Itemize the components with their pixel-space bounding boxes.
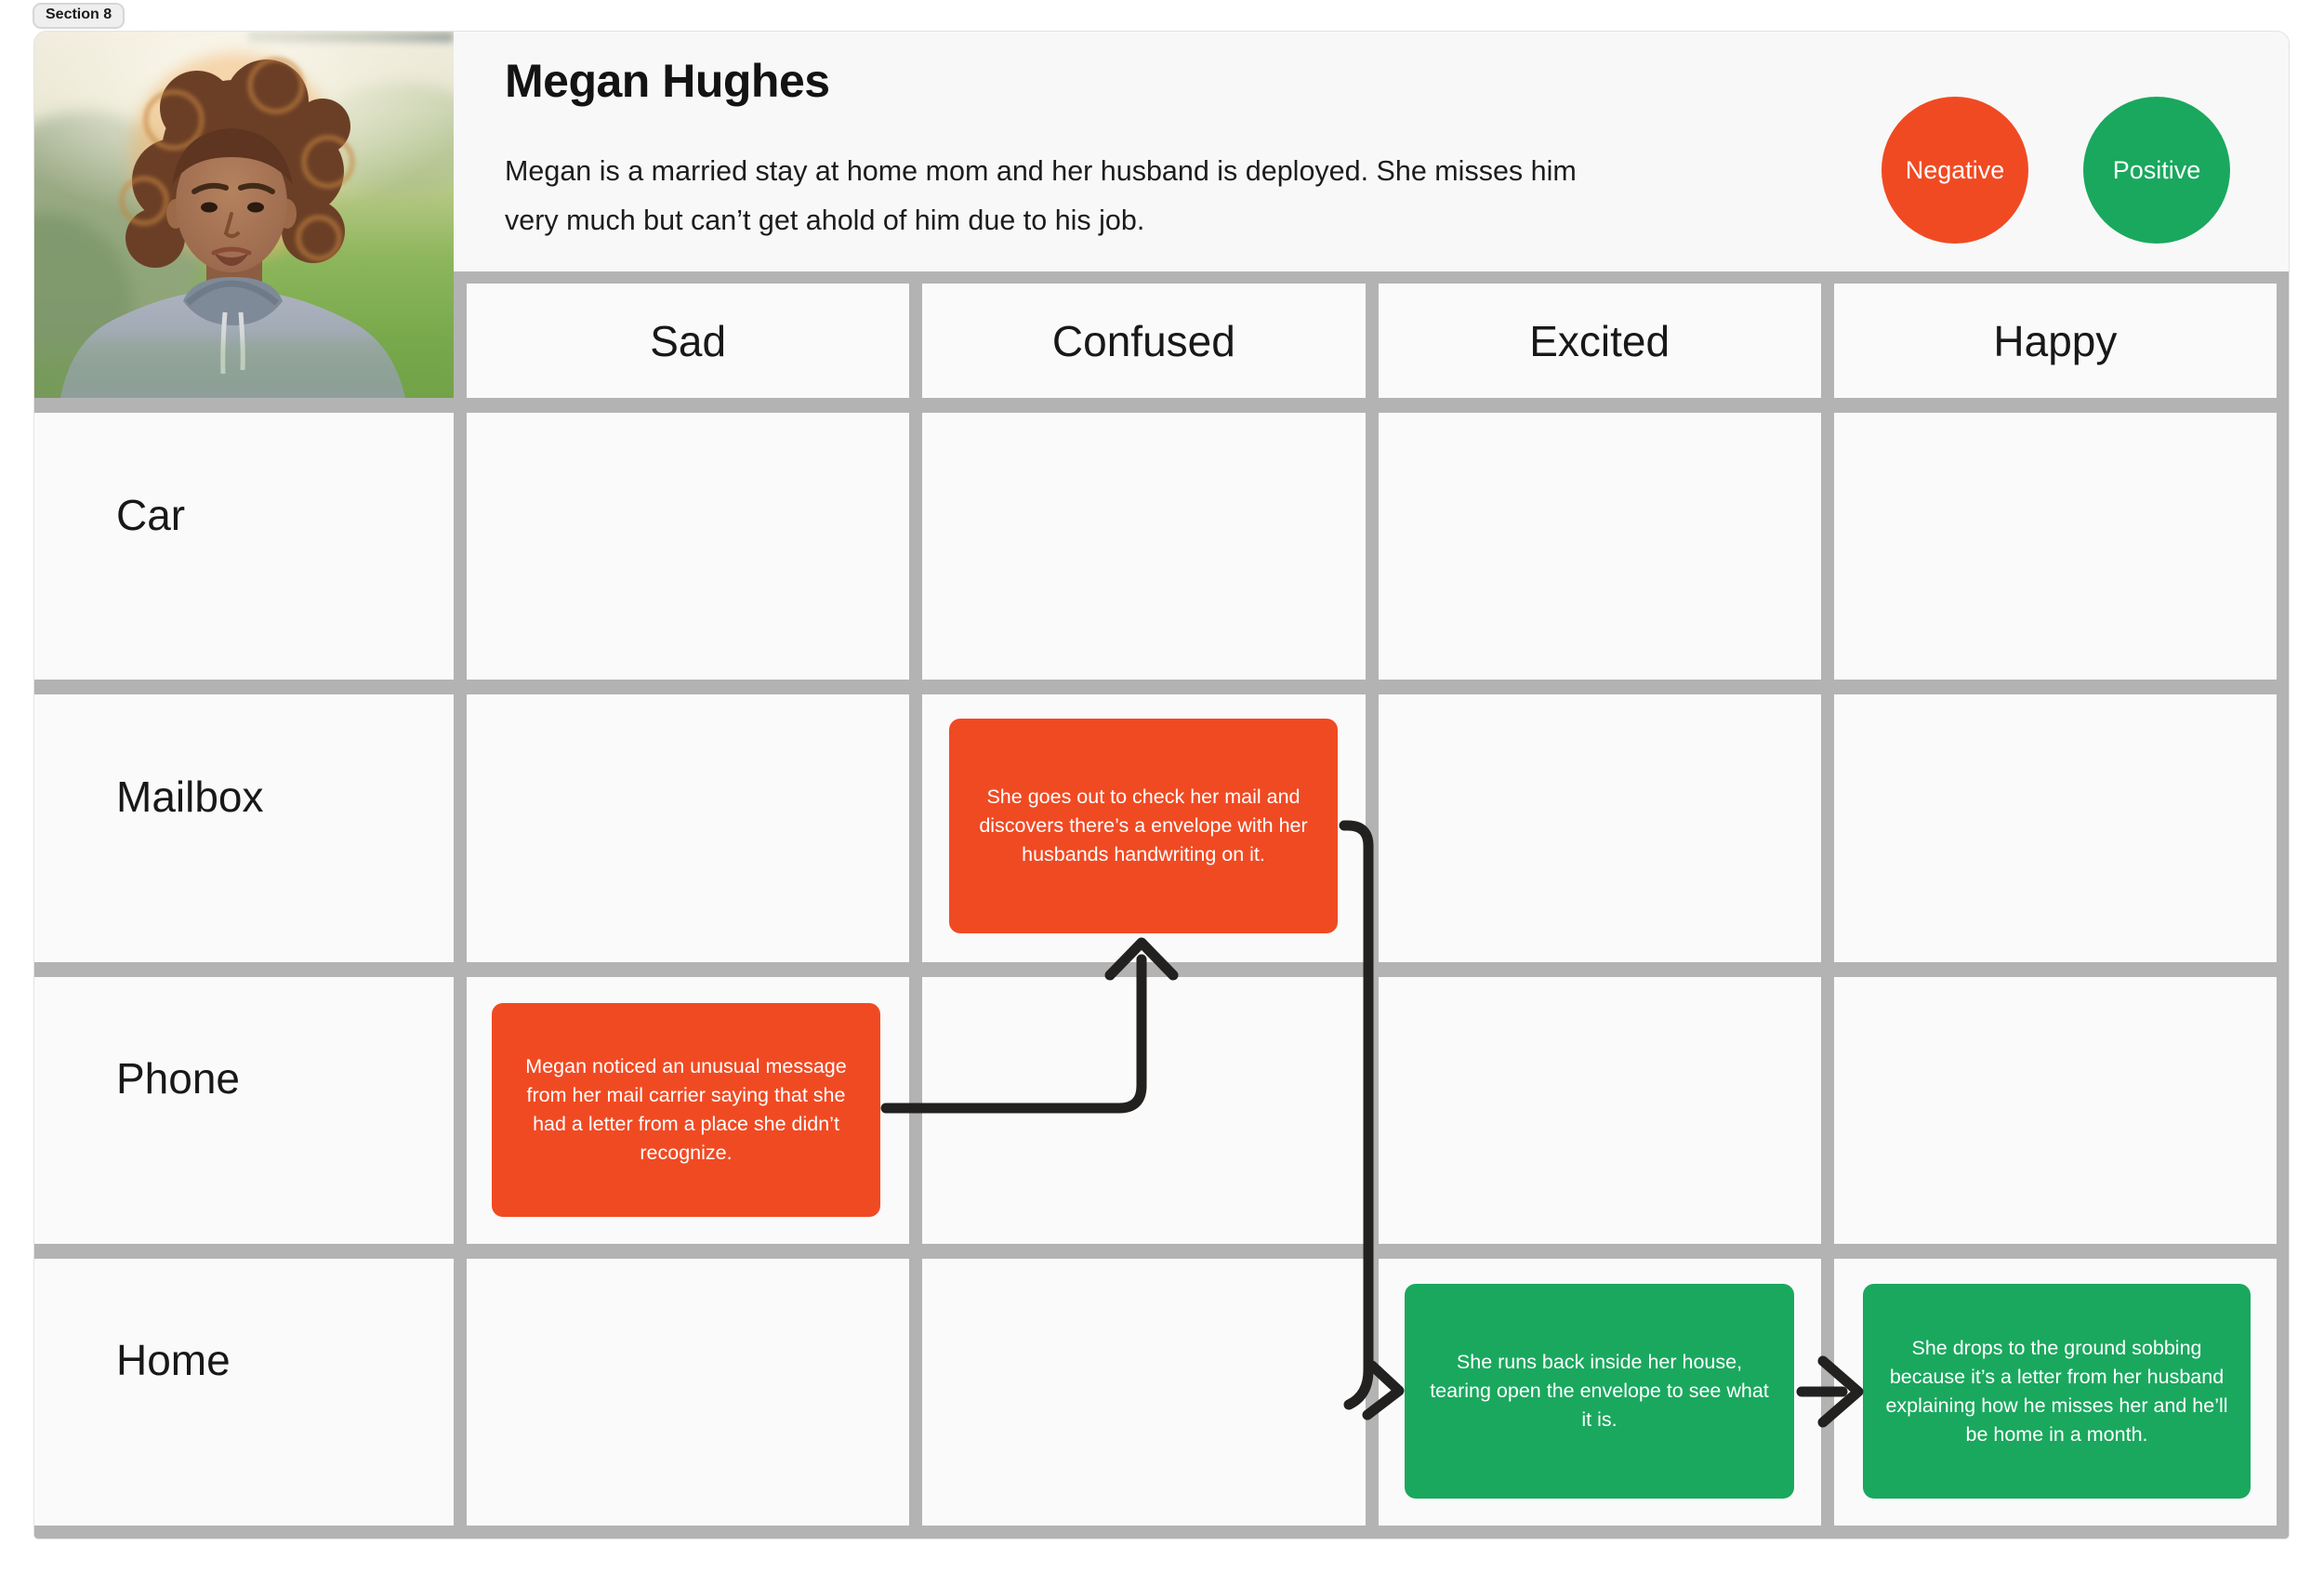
- persona-photo[interactable]: [34, 32, 454, 398]
- column-header-sad[interactable]: Sad: [467, 284, 910, 398]
- sticky-note-home-happy[interactable]: She drops to the ground sobbing because …: [1863, 1284, 2251, 1499]
- column-header-excited[interactable]: Excited: [1378, 284, 1821, 398]
- cell-mailbox-happy[interactable]: [1833, 694, 2277, 962]
- cell-mailbox-sad[interactable]: [467, 694, 910, 962]
- cell-phone-confused[interactable]: [922, 976, 1366, 1244]
- cell-home-sad[interactable]: [467, 1258, 910, 1526]
- column-header-confused[interactable]: Confused: [922, 284, 1366, 398]
- column-header-happy[interactable]: Happy: [1833, 284, 2277, 398]
- positive-legend-label: Positive: [2112, 155, 2201, 184]
- cell-car-excited[interactable]: [1378, 413, 1821, 680]
- row-label-home[interactable]: Home: [34, 1258, 454, 1526]
- section-badge-label: Section 8: [46, 7, 112, 22]
- row-label-car[interactable]: Car: [34, 413, 454, 680]
- positive-legend-circle[interactable]: Positive: [2083, 97, 2230, 244]
- persona-description: Megan is a married stay at home mom and …: [505, 155, 1577, 236]
- section-badge[interactable]: Section 8: [33, 3, 125, 29]
- cell-mailbox-excited[interactable]: [1378, 694, 1821, 962]
- cell-phone-happy[interactable]: [1833, 976, 2277, 1244]
- sticky-note-home-excited[interactable]: She runs back inside her house, tearing …: [1405, 1284, 1794, 1499]
- cell-phone-excited[interactable]: [1378, 976, 1821, 1244]
- row-label-phone[interactable]: Phone: [34, 976, 454, 1244]
- negative-legend-label: Negative: [1905, 155, 2005, 184]
- cell-car-confused[interactable]: [922, 413, 1366, 680]
- cell-home-confused[interactable]: [922, 1258, 1366, 1526]
- cell-car-sad[interactable]: [467, 413, 910, 680]
- sticky-note-phone-sad[interactable]: Megan noticed an unusual message from he…: [492, 1003, 880, 1217]
- journey-map-board: Megan Hughes Megan is a married stay at …: [33, 31, 2290, 1539]
- sticky-note-mailbox-confused[interactable]: She goes out to check her mail and disco…: [949, 719, 1338, 933]
- cell-car-happy[interactable]: [1833, 413, 2277, 680]
- persona-name: Megan Hughes: [505, 55, 830, 107]
- negative-legend-circle[interactable]: Negative: [1882, 97, 2028, 244]
- row-label-mailbox[interactable]: Mailbox: [34, 694, 454, 962]
